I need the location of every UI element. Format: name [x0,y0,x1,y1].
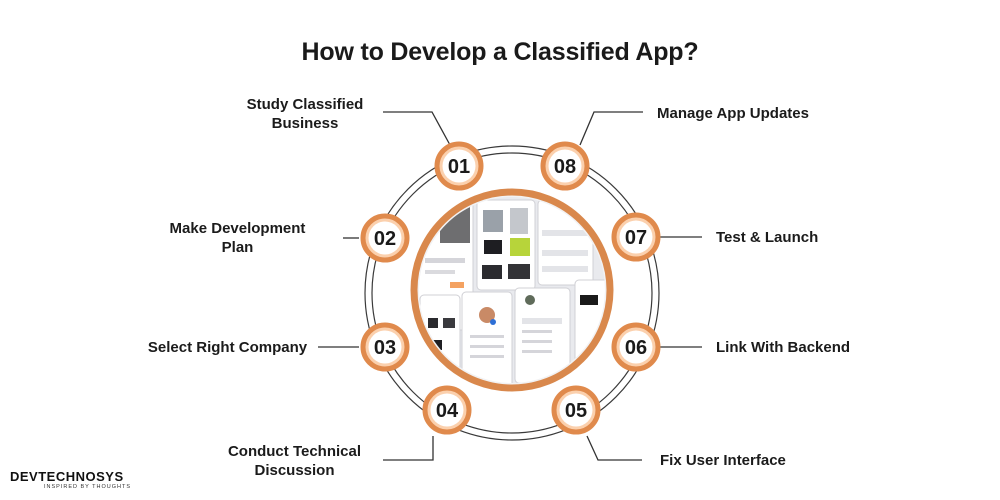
step-badge-07: 07 [611,212,661,262]
page-title: How to Develop a Classified App? [301,38,699,66]
step-badge-05: 05 [551,385,601,435]
logo-brand: DEVTECHNOSYS [10,469,124,484]
step-badge-01: 01 [434,141,484,191]
step-number-03: 03 [374,337,396,359]
connector-08 [579,111,643,146]
connector-lines [318,111,702,461]
step-number-06: 06 [625,337,647,359]
step-badge-03: 03 [360,322,410,372]
step-05-label: Fix User Interface [660,452,786,469]
step-number-01: 01 [448,156,470,178]
step-badge-02: 02 [360,213,410,263]
step-08-label: Manage App Updates [657,105,809,122]
step-06-label: Link With Backend [716,339,851,356]
step-badge-04: 04 [422,385,472,435]
company-logo: DEVTECHNOSYS INSPIRED BY THOUGHTS [10,470,140,494]
step-badge-06: 06 [611,322,661,372]
outer-ring [364,145,660,441]
connector-04 [383,436,434,461]
step-07-label: Test & Launch [716,229,819,246]
logo-tagline: INSPIRED BY THOUGHTS [44,484,132,490]
connector-05 [586,435,642,461]
step-number-05: 05 [565,400,587,422]
step-badges: 01 02 03 04 05 06 07 08 [360,141,661,435]
step-number-04: 04 [436,400,459,422]
inner-ring [371,152,653,434]
step-number-07: 07 [625,227,647,249]
step-badge-08: 08 [540,141,590,191]
step-03-label: Select Right Company [147,339,308,356]
step-number-08: 08 [554,156,576,178]
step-number-02: 02 [374,228,396,250]
connector-01 [383,111,451,146]
